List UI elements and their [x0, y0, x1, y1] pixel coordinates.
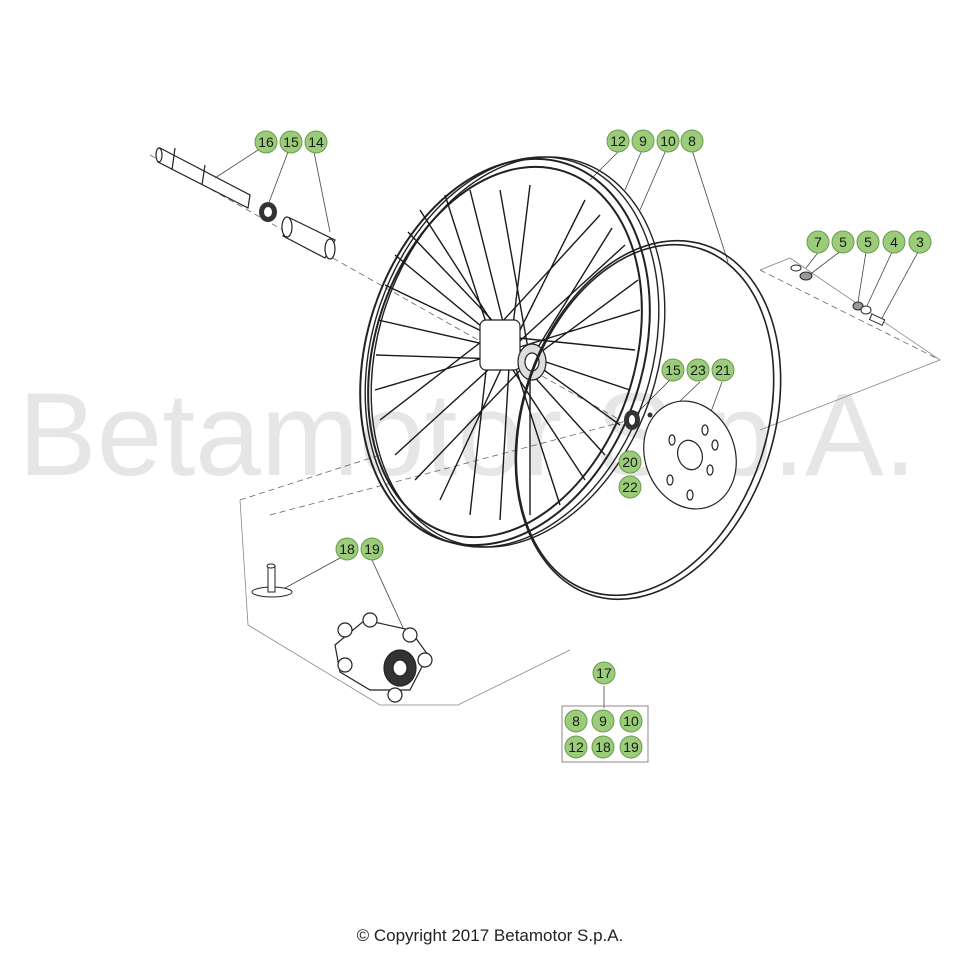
callout-14[interactable]: 14	[304, 130, 328, 154]
kit-box	[561, 705, 649, 763]
svg-text:23: 23	[690, 362, 706, 378]
svg-text:12: 12	[610, 133, 626, 149]
callout-10[interactable]: 10	[619, 709, 643, 733]
callout-8[interactable]: 8	[680, 129, 704, 153]
callout-12[interactable]: 12	[606, 129, 630, 153]
callout-22[interactable]: 22	[618, 475, 642, 499]
callout-8[interactable]: 8	[564, 709, 588, 733]
callout-10[interactable]: 10	[656, 129, 680, 153]
callout-15[interactable]: 15	[279, 130, 303, 154]
svg-text:20: 20	[622, 454, 638, 470]
callout-18[interactable]: 18	[591, 735, 615, 759]
svg-text:16: 16	[258, 134, 274, 150]
callout-5[interactable]: 5	[831, 230, 855, 254]
callout-5[interactable]: 5	[856, 230, 880, 254]
svg-text:9: 9	[599, 713, 607, 729]
svg-text:18: 18	[595, 739, 611, 755]
wheel-rim	[359, 156, 666, 548]
svg-text:22: 22	[622, 479, 638, 495]
svg-text:4: 4	[890, 234, 898, 250]
callout-9[interactable]: 9	[631, 129, 655, 153]
brake-disc	[643, 400, 737, 510]
washers-bolt	[790, 264, 886, 327]
callout-19[interactable]: 19	[360, 537, 384, 561]
callout-19[interactable]: 19	[619, 735, 643, 759]
svg-text:3: 3	[916, 234, 924, 250]
svg-text:14: 14	[308, 134, 324, 150]
axis-lines	[149, 154, 941, 516]
callout-20[interactable]: 20	[618, 450, 642, 474]
callout-12[interactable]: 12	[564, 735, 588, 759]
callout-21[interactable]: 21	[711, 358, 735, 382]
callout-15[interactable]: 15	[661, 358, 685, 382]
wheel-hub	[479, 319, 547, 381]
spacer-14	[281, 216, 336, 260]
svg-text:18: 18	[339, 541, 355, 557]
svg-text:5: 5	[839, 234, 847, 250]
svg-text:12: 12	[568, 739, 584, 755]
hub-part	[334, 612, 433, 703]
bearing-15-left	[259, 202, 277, 222]
callout-4[interactable]: 4	[882, 230, 906, 254]
callout-23[interactable]: 23	[686, 358, 710, 382]
svg-text:10: 10	[623, 713, 639, 729]
svg-text:9: 9	[639, 133, 647, 149]
callout-16[interactable]: 16	[254, 130, 278, 154]
callout-18[interactable]: 18	[335, 537, 359, 561]
callout-7[interactable]: 7	[806, 230, 830, 254]
svg-text:19: 19	[623, 739, 639, 755]
bearing-15-right	[624, 410, 662, 430]
svg-text:7: 7	[814, 234, 822, 250]
leader-lines	[214, 149, 919, 708]
svg-text:19: 19	[364, 541, 380, 557]
svg-text:15: 15	[283, 134, 299, 150]
callout-3[interactable]: 3	[908, 230, 932, 254]
svg-text:15: 15	[665, 362, 681, 378]
callout-9[interactable]: 9	[591, 709, 615, 733]
svg-text:21: 21	[715, 362, 731, 378]
svg-text:10: 10	[660, 133, 676, 149]
callout-17[interactable]: 17	[592, 661, 616, 685]
svg-text:8: 8	[688, 133, 696, 149]
svg-text:5: 5	[864, 234, 872, 250]
svg-text:8: 8	[572, 713, 580, 729]
svg-text:17: 17	[596, 665, 612, 681]
axle	[155, 147, 251, 209]
valve	[251, 563, 293, 598]
rim-band	[514, 239, 782, 601]
copyright-notice: © Copyright 2017 Betamotor S.p.A.	[356, 926, 624, 945]
